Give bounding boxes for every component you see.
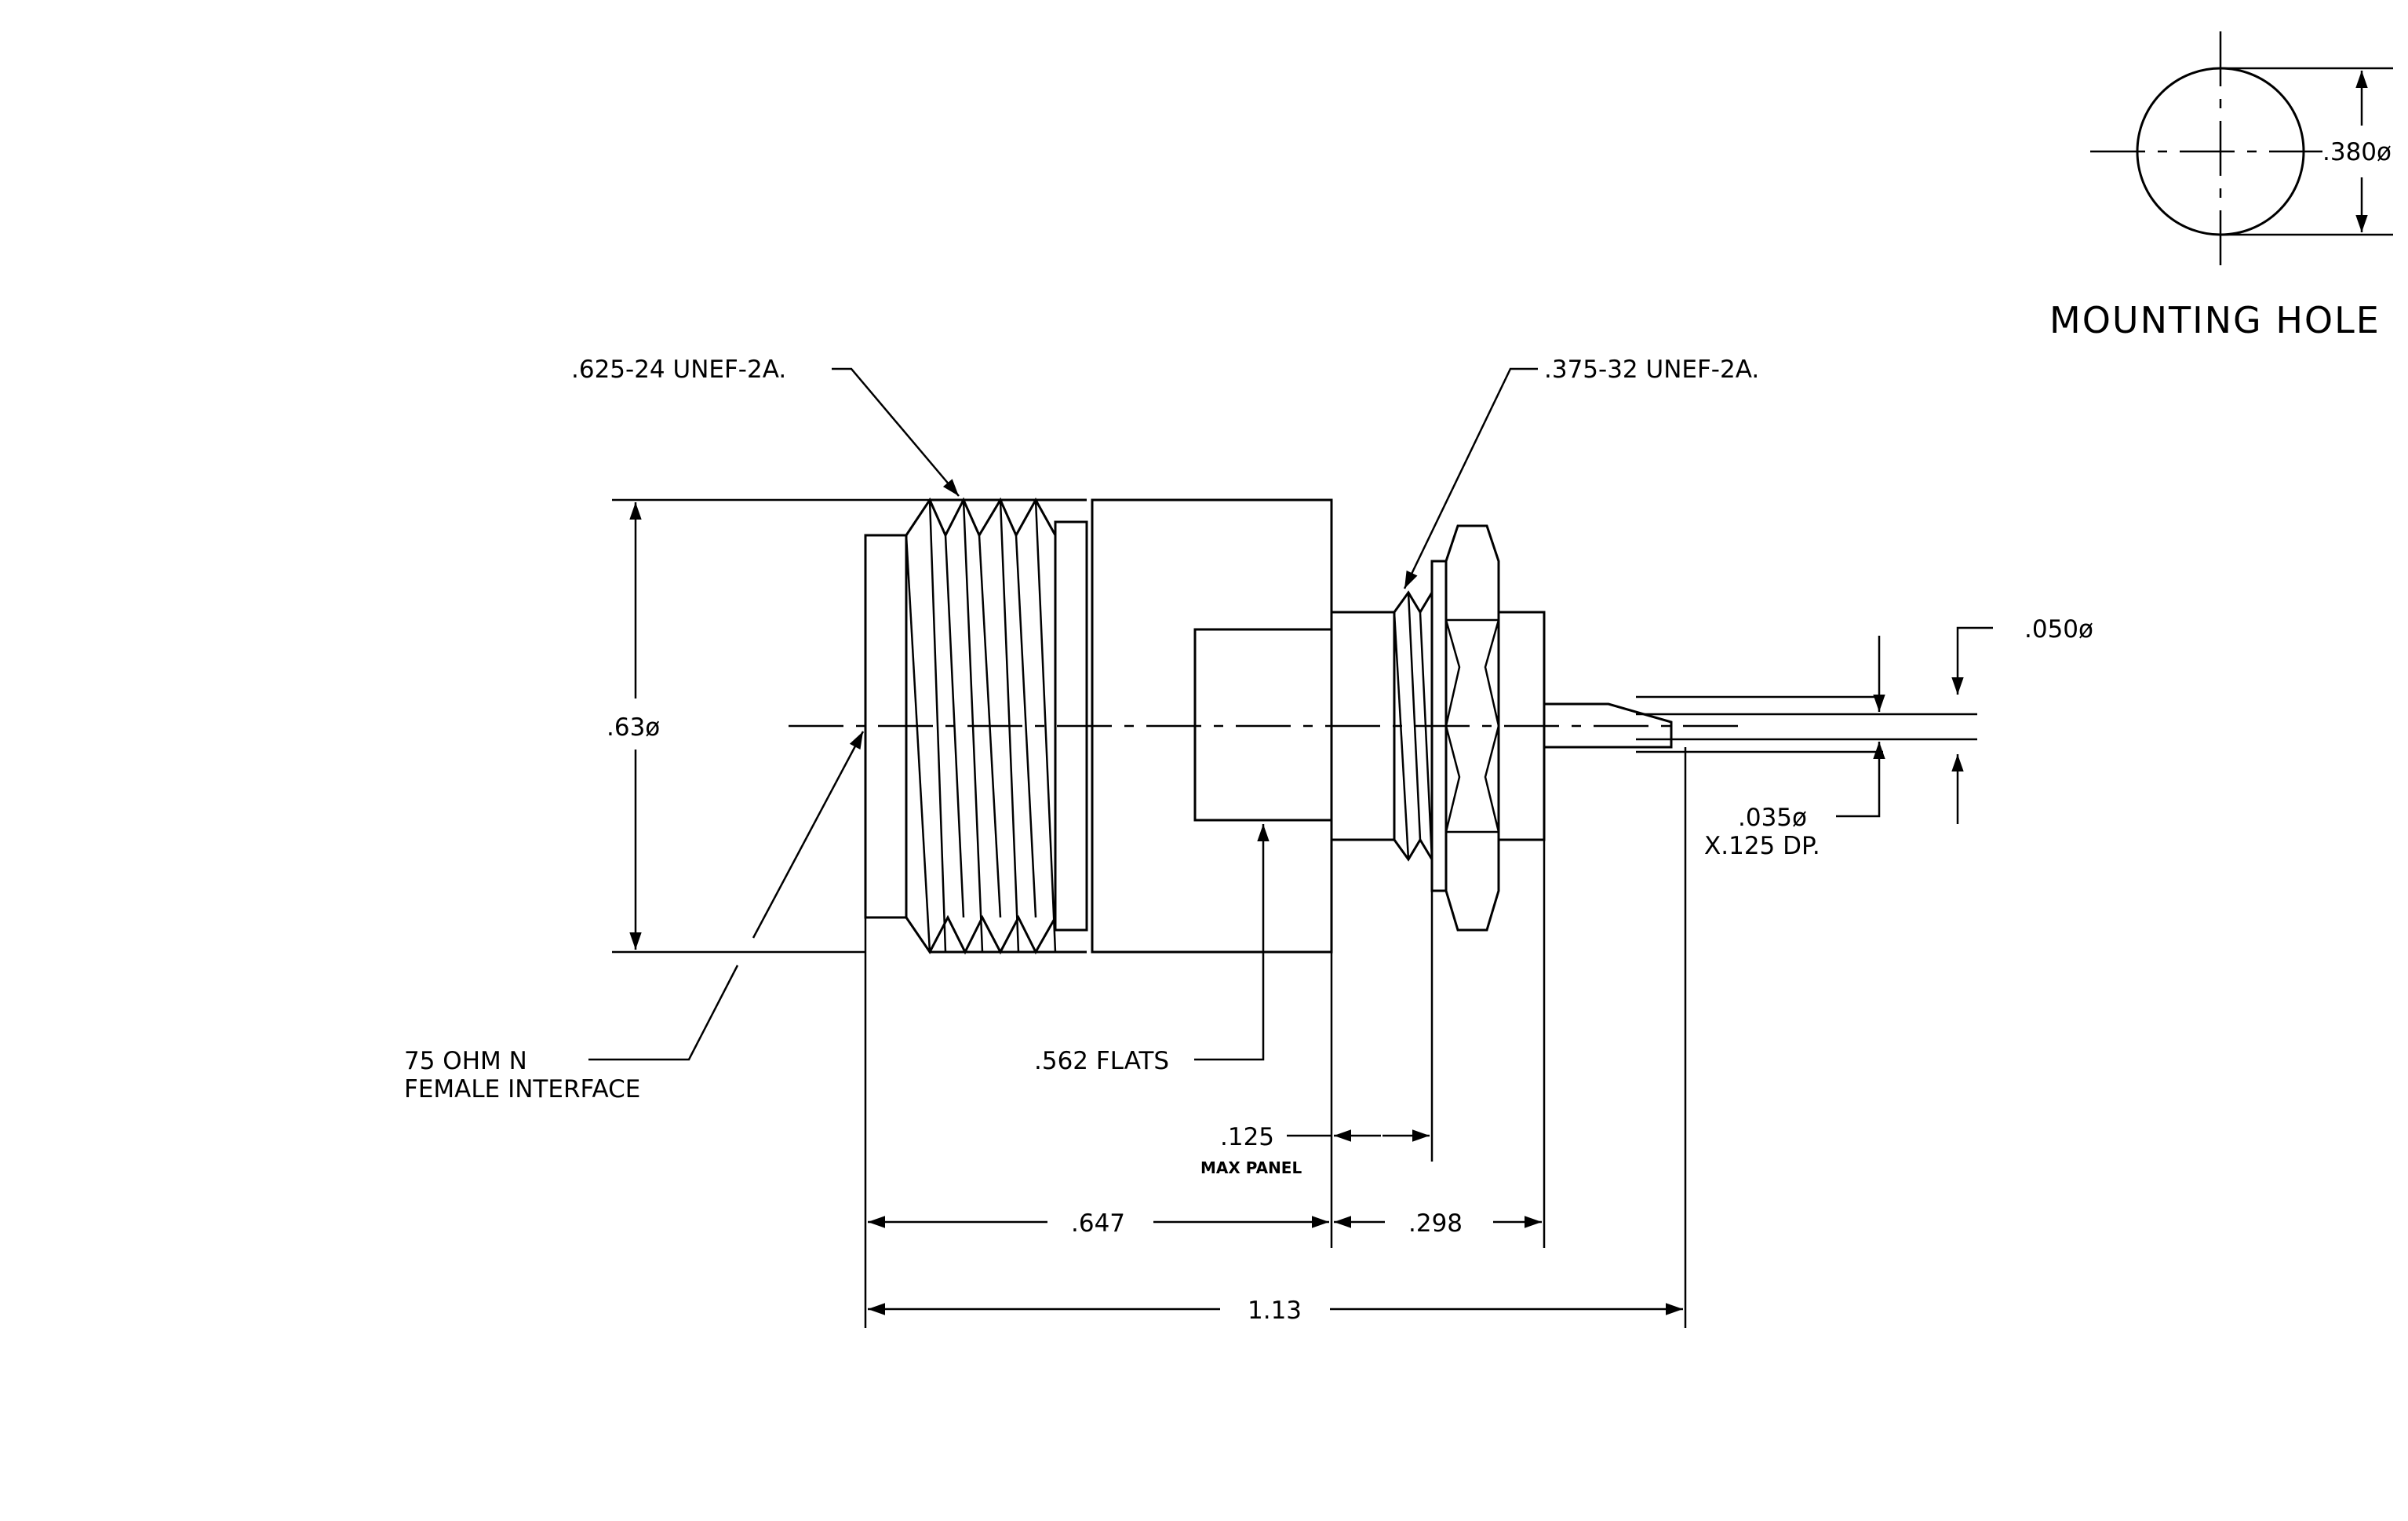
- leader-thread-small: [1403, 367, 1538, 589]
- pin-outer-label: .050ø: [2024, 615, 2093, 644]
- len-total-label: 1.13: [1248, 1297, 1302, 1325]
- len-rear-label: .298: [1408, 1209, 1463, 1238]
- small-thread-top: [1393, 588, 1434, 615]
- interface-label-line1: 75 OHM N: [404, 1047, 527, 1075]
- diameter-body-label: .63ø: [607, 713, 660, 742]
- mounting-hole-view: .380ø MOUNTING HOLE: [2049, 31, 2393, 341]
- leader-pin-inner: [1836, 742, 1885, 818]
- pin-depth-label: X.125 DP.: [1704, 832, 1820, 860]
- panel-value-label: .125: [1220, 1123, 1274, 1151]
- thread-large-label: .625-24 UNEF-2A.: [571, 356, 786, 384]
- nut-chamfer-upper-r: [1484, 619, 1500, 727]
- leader-interface-arrow: [752, 731, 865, 939]
- hole-diameter-label: .380ø: [2322, 138, 2392, 166]
- mounting-hole-title: MOUNTING HOLE: [2049, 299, 2381, 341]
- panel-note-label: MAX PANEL: [1200, 1158, 1302, 1177]
- pin-inner-label: .035ø: [1738, 804, 1807, 832]
- interface-label-line2: FEMALE INTERFACE: [404, 1075, 640, 1103]
- nut-chamfer-lower-r: [1484, 725, 1500, 833]
- nut-chamfer-lower: [1444, 725, 1461, 833]
- leader-thread-large: [832, 367, 960, 497]
- nut-chamfer-upper: [1444, 619, 1461, 727]
- leader-flats: [1194, 824, 1270, 1061]
- hex-nut: [1444, 524, 1500, 932]
- thread-small-label: .375-32 UNEF-2A.: [1544, 356, 1759, 384]
- len-front-label: .647: [1071, 1209, 1125, 1238]
- leader-pin-outer: [1951, 626, 1993, 695]
- thread-crests-top: [905, 497, 1057, 538]
- small-thread-bottom: [1393, 837, 1434, 864]
- small-thread-line-3: [1419, 611, 1434, 860]
- flats-label: .562 FLATS: [1034, 1047, 1169, 1075]
- connector-body: [789, 497, 1977, 955]
- dimensions: .63ø .625-24 UNEF-2A. .375-32 UNEF-2A. 7…: [404, 356, 2093, 1328]
- flats-inner: [1193, 628, 1333, 822]
- leader-interface: [588, 965, 739, 1061]
- thread-crests-bottom: [905, 914, 1057, 955]
- small-thread-line-2: [1407, 592, 1422, 841]
- center-pin: [1544, 702, 1673, 749]
- small-thread-line-1: [1393, 611, 1410, 860]
